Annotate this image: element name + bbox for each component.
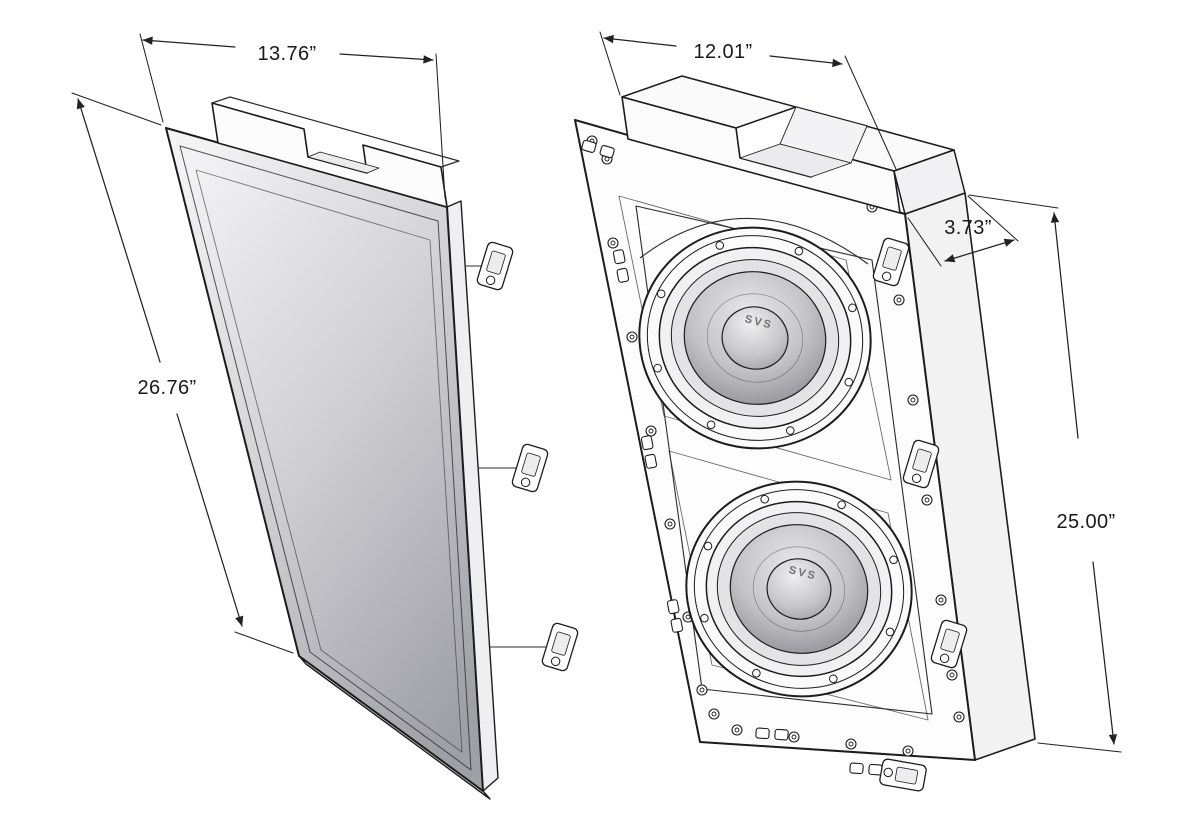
woofer-lower-dust-cap bbox=[766, 558, 832, 620]
grille-top-cap bbox=[211, 96, 460, 208]
enclosure-depth-label: 3.73” bbox=[944, 217, 992, 239]
dimension-enclosure-depth: 3.73” bbox=[907, 195, 1019, 267]
woofer-lower: SVS bbox=[685, 480, 913, 698]
grille-width-label: 13.76” bbox=[257, 43, 316, 65]
grille-clip-bottom bbox=[540, 621, 580, 673]
cap-right-face bbox=[893, 149, 966, 215]
grille-rim-outer bbox=[179, 145, 472, 771]
grille-face bbox=[165, 127, 484, 792]
cap-notch-floor bbox=[739, 143, 852, 178]
grille-panel bbox=[165, 96, 580, 800]
grille-height-label: 26.76” bbox=[137, 377, 196, 399]
frame-height-label: 25.00” bbox=[1056, 511, 1115, 533]
dimension-annotations: 13.76” 26.76” 12.01” 3.73” 25.00” bbox=[71, 31, 1122, 753]
frame-width-label: 12.01” bbox=[693, 41, 752, 63]
woofer-upper: SVS bbox=[638, 226, 872, 450]
dimension-frame-height: 25.00” bbox=[968, 194, 1122, 753]
woofer-lower-screws bbox=[700, 494, 898, 684]
grille-notch-floor bbox=[307, 151, 380, 174]
grille-cap-top-edge bbox=[211, 96, 460, 168]
grille-rim-inner bbox=[195, 169, 463, 753]
dimension-frame-width: 12.01” bbox=[599, 31, 897, 170]
frame-top-cap bbox=[621, 75, 966, 215]
dimension-grille-width: 13.76” bbox=[139, 33, 446, 199]
frame-clip-bottom-edge bbox=[878, 757, 928, 793]
baffle-top-arc bbox=[639, 217, 869, 265]
woofer-upper-dust-cap bbox=[721, 306, 789, 370]
woofer-upper-screws bbox=[653, 241, 857, 435]
grille-clip-top bbox=[475, 240, 515, 292]
grille-clip-middle bbox=[510, 442, 550, 494]
subwoofer-frame: SVS SVS bbox=[574, 75, 1036, 793]
dimension-grille-height: 26.76” bbox=[71, 92, 294, 654]
